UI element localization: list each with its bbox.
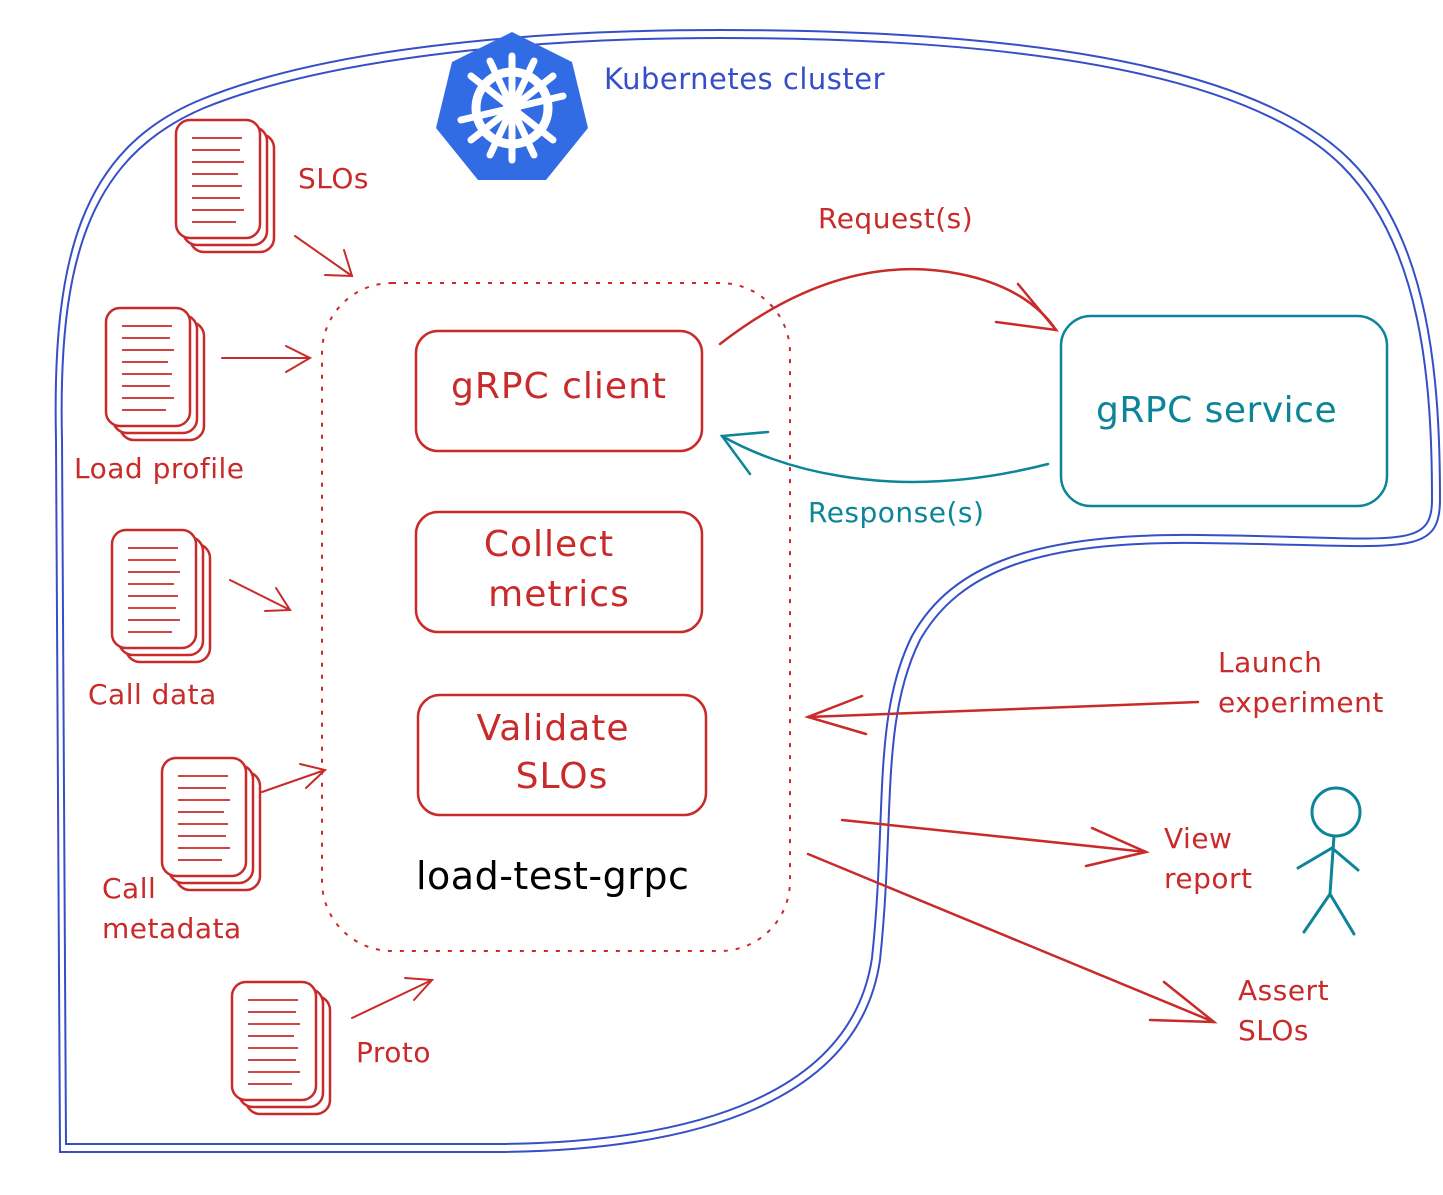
slos-document-icon — [174, 118, 276, 254]
grpc-client-label: gRPC client — [450, 366, 668, 407]
view-report-label-line1: View — [1164, 822, 1233, 855]
validate-slos-label-line2: SLOs — [515, 756, 609, 797]
collect-metrics-label-line1: Collect — [483, 524, 615, 565]
request-arrow — [718, 268, 1059, 346]
slos-arrow — [294, 235, 354, 278]
view-report-label-line2: report — [1164, 862, 1253, 895]
grpc-service-box — [1059, 314, 1389, 508]
assert-slos-arrow — [806, 852, 1218, 1024]
response-label: Response(s) — [808, 496, 985, 529]
proto-arrow — [351, 977, 435, 1019]
proto-document-icon — [230, 980, 332, 1116]
validate-slos-box — [416, 693, 708, 817]
cluster-label: Kubernetes cluster — [604, 62, 886, 96]
load-test-name: load-test-grpc — [416, 854, 690, 898]
assert-slos-label-line2: SLOs — [1238, 1014, 1310, 1047]
call-data-arrow — [229, 579, 292, 612]
grpc-service-label: gRPC service — [1096, 390, 1338, 431]
call-metadata-arrow — [261, 763, 328, 793]
load-profile-document-icon — [104, 306, 206, 442]
grpc-client-box — [414, 329, 704, 453]
call-data-document-icon — [110, 528, 212, 664]
request-label: Request(s) — [818, 202, 974, 235]
user-figure — [1296, 786, 1362, 936]
call-metadata-label-line1: Call — [102, 872, 157, 905]
slos-input-label: SLOs — [298, 162, 370, 195]
call-metadata-document-icon — [160, 756, 262, 892]
proto-label: Proto — [356, 1036, 432, 1069]
view-report-arrow — [840, 818, 1150, 868]
launch-experiment-arrow — [804, 694, 1200, 736]
collect-metrics-label-line2: metrics — [488, 574, 630, 615]
collect-metrics-box — [414, 510, 704, 634]
call-data-label: Call data — [88, 678, 217, 711]
validate-slos-label-line1: Validate — [476, 708, 630, 749]
launch-experiment-label-line1: Launch — [1218, 646, 1323, 679]
load-profile-label: Load profile — [74, 452, 245, 485]
call-metadata-label-line2: metadata — [102, 912, 242, 945]
load-profile-arrow — [221, 345, 313, 373]
launch-experiment-label-line2: experiment — [1218, 686, 1384, 719]
kubernetes-helm-icon — [436, 32, 588, 180]
assert-slos-label-line1: Assert — [1238, 974, 1330, 1007]
load-test-container — [321, 282, 791, 952]
response-arrow — [719, 430, 1050, 484]
